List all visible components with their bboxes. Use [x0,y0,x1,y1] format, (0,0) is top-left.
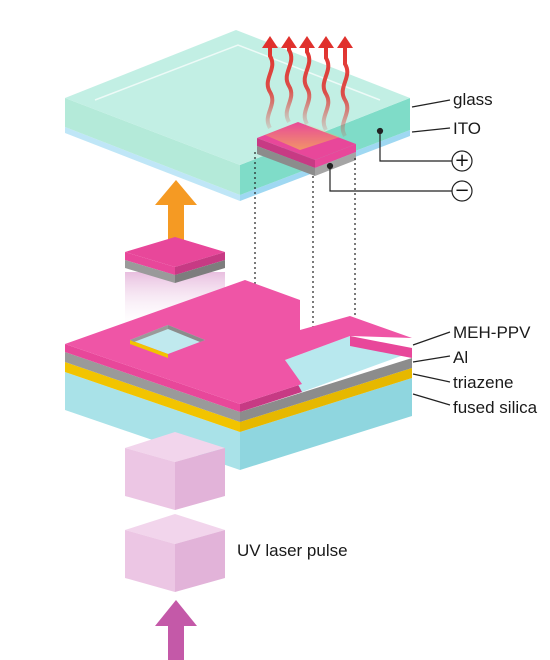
light-emission-arrows [262,36,353,138]
meh-ppv-top [65,280,412,404]
uv-laser-pulse [125,432,225,592]
donor-stack [65,280,412,470]
label-triazene: triazene [453,373,514,392]
label-al: Al [453,348,469,367]
label-fused-silica: fused silica [453,398,538,417]
laser-arrow [155,600,197,660]
label-glass: glass [453,90,493,109]
emitting-pixel [257,121,356,176]
circuit-wires [326,127,473,202]
label-ito: ITO [453,119,482,138]
label-meh-ppv: MEH-PPV [453,323,531,342]
glass-plate [65,30,410,201]
plus-terminal-icon: + [454,150,470,171]
label-uv-laser-pulse: UV laser pulse [237,541,348,560]
fused-silica-side-right [240,378,412,470]
glass-side-left [65,98,240,195]
minus-terminal-icon: − [454,180,470,201]
lift-arrow [155,180,197,246]
ito-layer-side [65,127,240,201]
